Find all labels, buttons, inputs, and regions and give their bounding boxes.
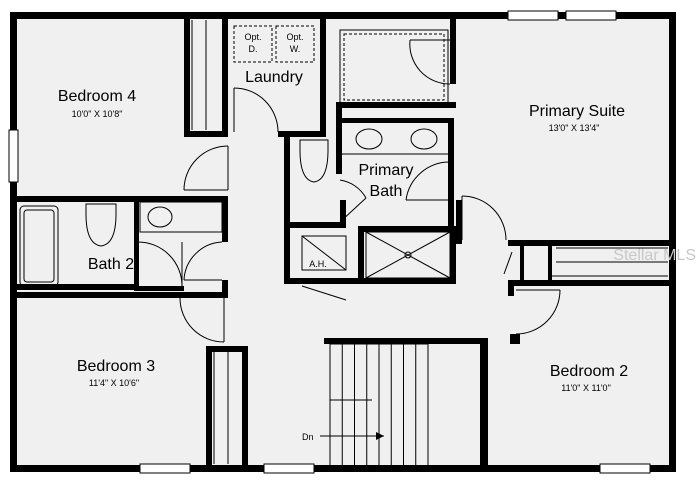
washer-label-line1: Opt. — [286, 32, 303, 42]
primary-bath-name-line1: Primary — [358, 162, 413, 179]
bedroom2-dims: 11'0" X 11'0" — [561, 383, 611, 393]
stairs-down-label: Dn — [302, 432, 314, 442]
bedroom3-name: Bedroom 3 — [77, 358, 155, 375]
primary-suite-dims: 13'0" X 13'4" — [549, 123, 600, 133]
laundry-name: Laundry — [245, 69, 303, 86]
staircase — [329, 343, 429, 467]
sink-icon — [355, 128, 383, 150]
primary-shower — [365, 231, 451, 279]
bedroom2-name: Bedroom 2 — [550, 363, 628, 380]
laundry-machines — [233, 25, 315, 63]
sink-icon — [410, 128, 438, 150]
washer-label-line2: W. — [290, 44, 301, 54]
primary-vanity — [342, 128, 448, 155]
bedroom3-dims: 11'4" X 10'6" — [89, 378, 139, 388]
primary-tub — [339, 29, 449, 105]
sink-icon — [147, 206, 173, 228]
toilet-icon — [85, 203, 117, 247]
bathtub-icon — [19, 205, 59, 287]
stairs-arrow — [320, 432, 384, 440]
air-handler — [301, 235, 347, 271]
windows — [8, 10, 651, 474]
air-handler-label: A.H. — [309, 259, 327, 269]
doors — [137, 39, 561, 343]
closet-doors — [191, 20, 668, 464]
dryer-label-line1: Opt. — [244, 32, 261, 42]
bedroom4-name: Bedroom 4 — [58, 88, 136, 105]
toilets — [85, 139, 329, 247]
dryer-label-line2: D. — [249, 44, 258, 54]
primary-bath-name-line2: Bath — [370, 183, 403, 200]
bath2-fixtures — [19, 201, 223, 287]
interior-walls — [14, 14, 674, 468]
vanity — [139, 201, 223, 233]
bath2-name: Bath 2 — [88, 256, 134, 273]
primary-suite-name: Primary Suite — [529, 103, 625, 120]
bedroom4-dims: 10'0" X 10'8" — [72, 109, 123, 119]
toilet-icon — [299, 139, 329, 183]
watermark: Stellar MLS — [613, 247, 696, 264]
